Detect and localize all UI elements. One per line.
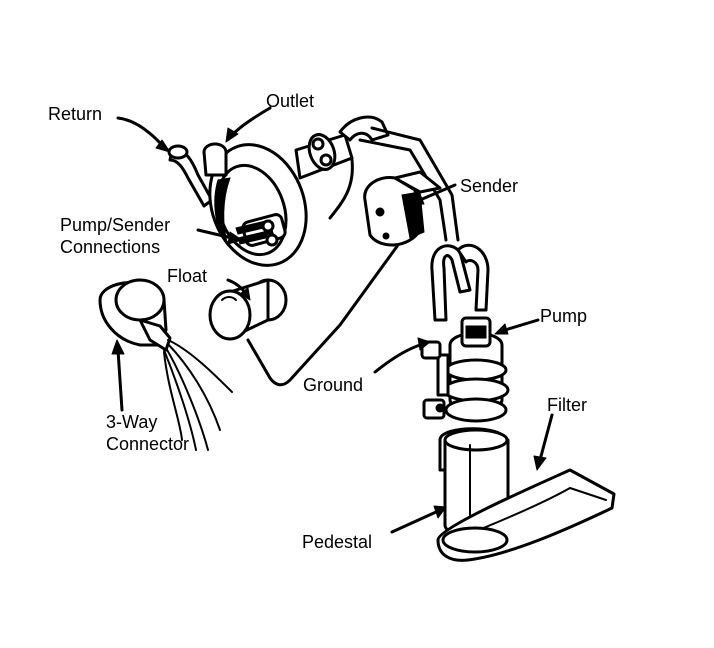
label-pump-sender-line2: Connections <box>60 237 160 257</box>
label-ground: Ground <box>303 375 363 395</box>
label-sender: Sender <box>460 176 518 196</box>
arrow-pump-sender <box>196 228 234 240</box>
labels: Return Outlet Sender Pump/Sender Connect… <box>48 91 587 552</box>
arrow-connector <box>116 348 124 412</box>
arrow-return <box>116 116 164 147</box>
label-connector-line2: Connector <box>106 434 189 454</box>
float-arm <box>246 243 400 387</box>
arrow-sender <box>418 183 457 202</box>
label-pedestal: Pedestal <box>302 532 372 552</box>
callout-arrows <box>111 106 554 534</box>
label-pump-sender-line1: Pump/Sender <box>60 215 170 235</box>
label-filter: Filter <box>547 395 587 415</box>
arrow-pump <box>503 318 540 332</box>
pump-hose-loop <box>430 243 490 322</box>
arrow-filter <box>538 413 554 462</box>
arrow-pedestal <box>390 510 438 534</box>
arrow-ground <box>373 343 422 374</box>
filter <box>436 468 616 562</box>
three-way-connector <box>98 278 233 451</box>
label-connector-line1: 3-Way <box>106 412 157 432</box>
label-pump: Pump <box>540 306 587 326</box>
label-return: Return <box>48 104 102 124</box>
label-outlet: Outlet <box>266 91 314 111</box>
float <box>208 278 288 341</box>
label-float: Float <box>167 266 207 286</box>
sender-unit <box>363 170 442 247</box>
arrow-outlet <box>230 106 272 137</box>
